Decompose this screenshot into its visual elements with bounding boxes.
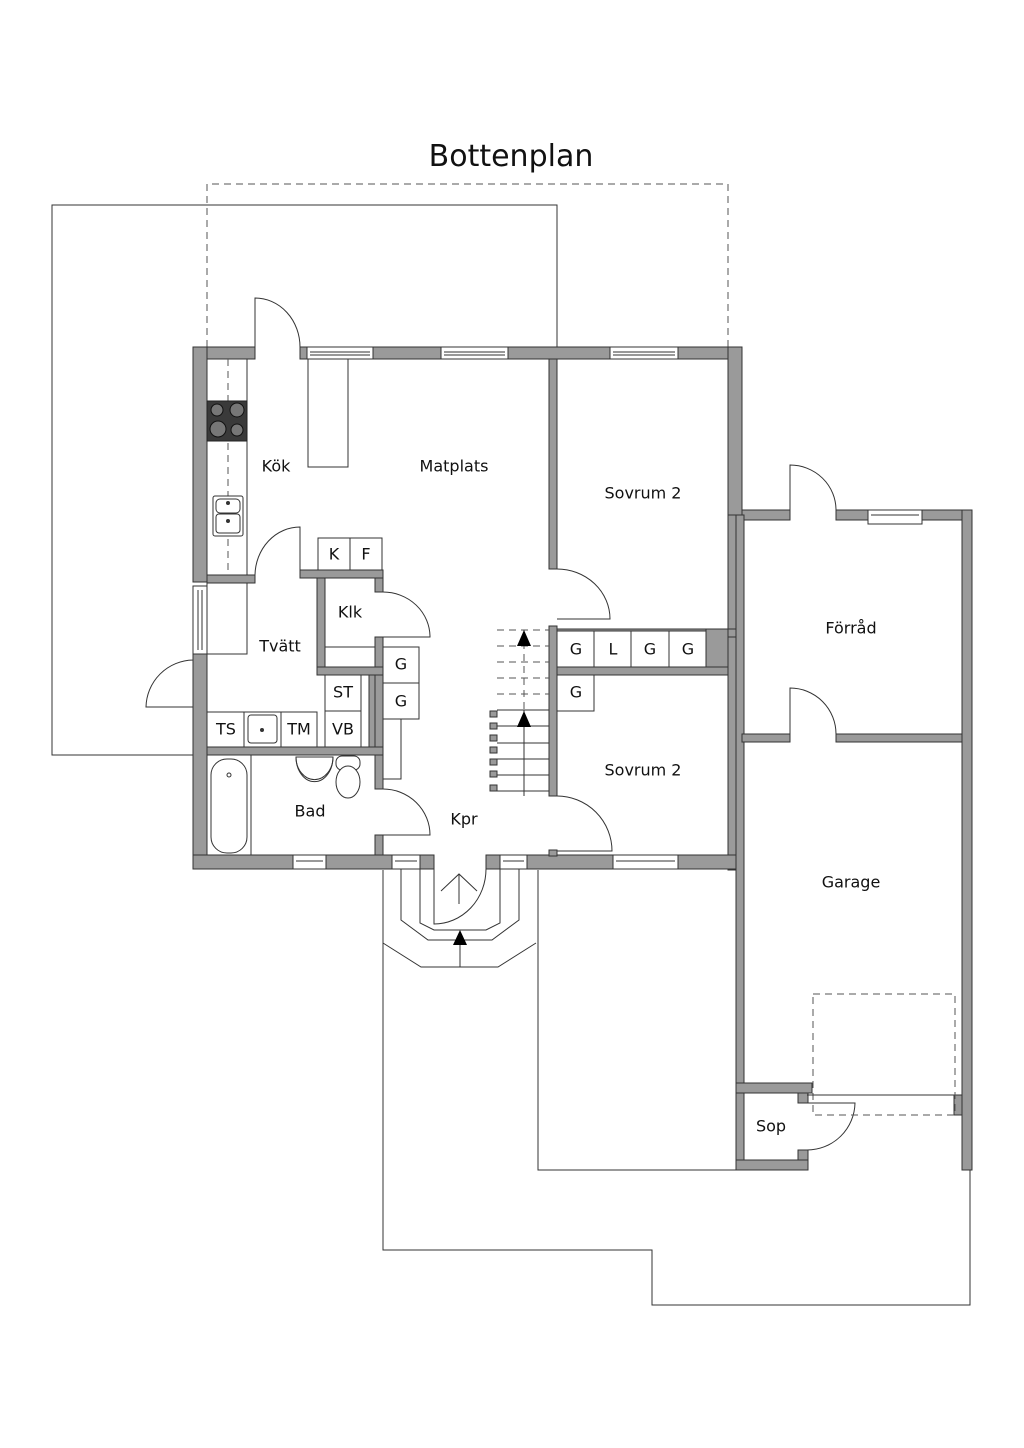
closet-row-0: G [570, 640, 582, 659]
window-kpr-left [391, 854, 421, 870]
entrance-steps [382, 869, 537, 968]
entry-arrow-up-icon [453, 930, 467, 945]
window-kpr-right [499, 854, 528, 870]
room-tvatt: Tvätt [258, 637, 301, 656]
fixture-k: K [329, 545, 340, 564]
fixture-vb: VB [332, 720, 354, 739]
closet-g-sovrum: G [570, 683, 582, 702]
bedroom-closets: G L G G G [556, 630, 707, 712]
sink-icon [212, 495, 244, 537]
window-tvatt [192, 585, 208, 655]
fixture-ts: TS [215, 720, 236, 739]
window-sovrum-top [609, 346, 679, 360]
annex-walls [735, 509, 973, 1171]
stair-arrow-up-icon [517, 711, 531, 727]
garage-car-outline [807, 993, 956, 1116]
fixture-st: ST [333, 683, 353, 702]
stove-icon [206, 400, 248, 442]
site-outlines [51, 183, 971, 1306]
room-bad: Bad [295, 802, 326, 821]
plan-title: Bottenplan [429, 139, 594, 174]
laundry-fixtures: TS TM ST VB [206, 582, 376, 748]
closet-row-1: L [609, 640, 618, 659]
room-forrad: Förråd [825, 619, 876, 638]
hall-closets: G G [382, 646, 420, 780]
closet-row-2: G [644, 640, 656, 659]
room-garage: Garage [822, 873, 881, 892]
window-bad [292, 854, 327, 870]
fixture-tm: TM [286, 720, 311, 739]
room-sovrum-bottom: Sovrum 2 [605, 761, 682, 780]
walls [192, 346, 743, 871]
window-sovrum-bottom [612, 854, 679, 870]
window-kok-1 [306, 346, 374, 360]
closet-row-3: G [682, 640, 694, 659]
room-matplats: Matplats [420, 457, 489, 476]
closet-g-1: G [395, 655, 407, 674]
entry-direction-arrow-icon [440, 873, 478, 904]
room-sop: Sop [756, 1117, 786, 1136]
closet-g-2: G [395, 692, 407, 711]
staircase [489, 629, 549, 796]
doors [145, 297, 856, 1151]
stair-arrow-up-icon [517, 630, 531, 646]
window-matplats [440, 346, 509, 360]
room-sovrum-top: Sovrum 2 [605, 484, 682, 503]
window-forrad [867, 509, 923, 525]
bathroom-fixtures [206, 754, 361, 856]
fixture-f: F [361, 545, 370, 564]
room-kok: Kök [262, 457, 291, 476]
room-klk: Klk [338, 603, 363, 622]
kitchen-fixtures: K F [206, 358, 383, 576]
room-labels: Kök Matplats Sovrum 2 Klk Tvätt Sovrum 2… [258, 457, 880, 1136]
room-kpr: Kpr [450, 810, 478, 829]
